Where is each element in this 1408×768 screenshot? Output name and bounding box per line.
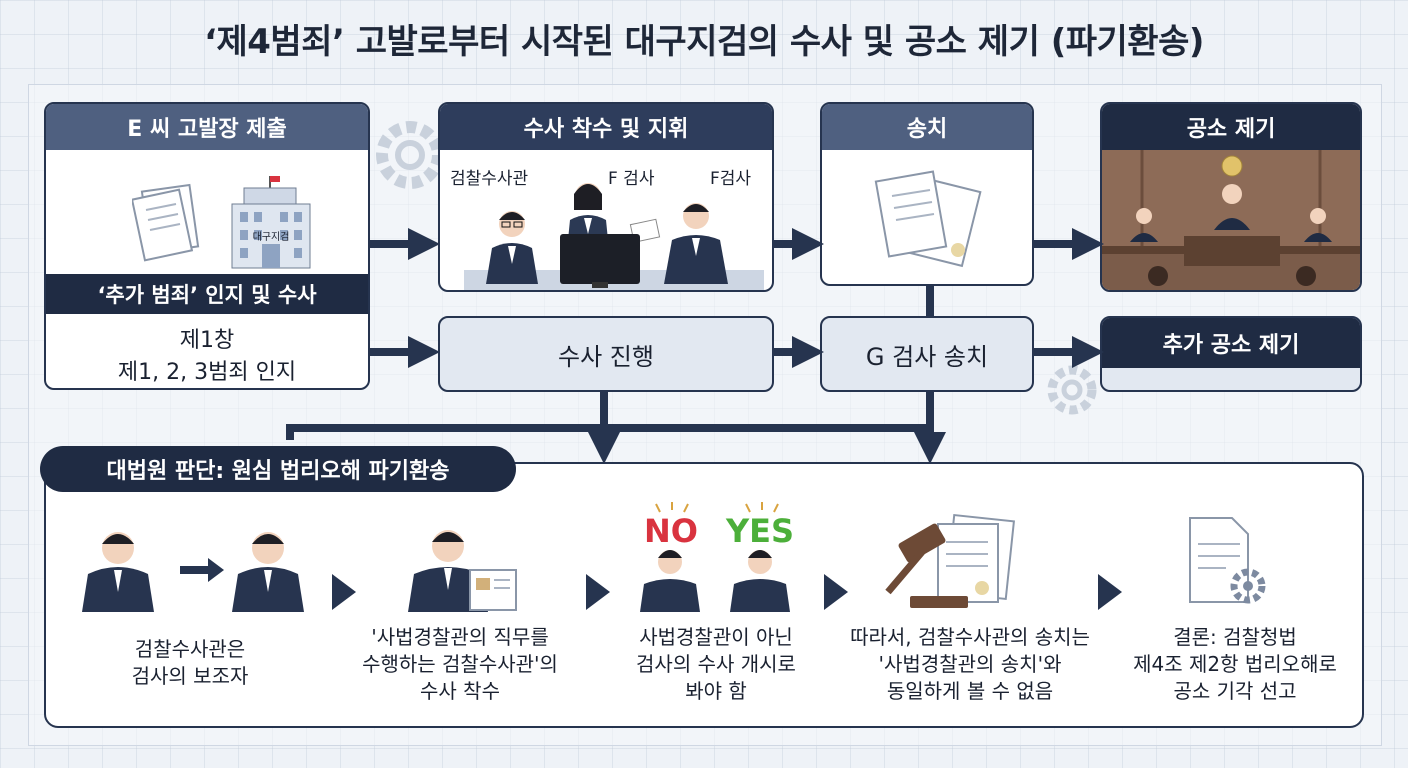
page-title: ‘제4범죄’ 고발로부터 시작된 대구지검의 수사 및 공소 제기 (파기환송) <box>204 22 1204 62</box>
step-1-line-2: 검사의 보조자 <box>131 664 249 688</box>
step-4-line-1: 따라서, 검찰수사관의 송치는 <box>850 625 1090 649</box>
no-yes-comparison-icon <box>640 502 790 612</box>
supreme-court-label: 대법원 판단: 원심 법리오해 파기환송 <box>40 446 516 492</box>
step-2-line-2: 수행하는 검찰수사관'의 <box>362 652 558 676</box>
step-2-line-3: 수사 착수 <box>420 679 500 703</box>
label-investigator: 검찰수사관 <box>450 169 529 189</box>
label-prosecutor-f-1: F 검사 <box>608 169 655 189</box>
document-gear-icon <box>1189 517 1266 604</box>
chevron-right-icon <box>332 574 356 610</box>
step-5-line-3: 공소 기각 선고 <box>1173 679 1297 703</box>
box1-line1: 제1창 <box>179 328 235 353</box>
document-icon <box>132 183 200 262</box>
office-scene-icon <box>464 183 764 290</box>
step-5-line-1: 결론: 검찰청법 <box>1173 625 1297 649</box>
step-4-line-2: '사법경찰관의 송치'와 <box>878 652 1062 676</box>
step-1-caption: 검찰수사관은 검사의 보조자 <box>70 636 310 690</box>
complaint-box-header: E 씨 고발장 제출 <box>46 104 368 150</box>
chevron-right-icon <box>824 574 848 610</box>
step-2-line-1: '사법경찰관의 직무를 <box>371 625 549 649</box>
step-2-caption: '사법경찰관의 직무를 수행하는 검찰수사관'의 수사 착수 <box>340 624 580 705</box>
step-1-line-1: 검찰수사관은 <box>134 637 246 661</box>
step-3-line-3: 봐야 함 <box>685 679 747 703</box>
additional-prosecution-label: 추가 공소 제기 <box>1102 318 1360 368</box>
step-4-caption: 따라서, 검찰수사관의 송치는 '사법경찰관의 송치'와 동일하게 볼 수 없음 <box>830 624 1110 705</box>
building-sign: 대구지검 <box>252 232 290 243</box>
prosecution-box: 공소 제기 <box>1100 102 1362 292</box>
transfer-box: 송치 <box>820 102 1034 286</box>
box1-line2: 제1, 2, 3범죄 인지 <box>117 360 297 385</box>
step-3-line-2: 검사의 수사 개시로 <box>636 652 796 676</box>
gear-icon <box>1047 365 1097 415</box>
chevron-right-icon <box>586 574 610 610</box>
additional-crime-pill: ‘추가 범죄’ 인지 및 수사 <box>46 274 368 314</box>
courtroom-icon <box>1102 150 1360 290</box>
label-prosecutor-f-2: F검사 <box>710 169 752 189</box>
investigation-start-box: 수사 착수 및 지휘 검찰수사관 F 검사 F검사 <box>438 102 774 292</box>
chevron-right-icon <box>1098 574 1122 610</box>
prosecution-box-header: 공소 제기 <box>1102 104 1360 150</box>
step-4-line-3: 동일하게 볼 수 없음 <box>886 679 1054 703</box>
step-5-line-2: 제4조 제2항 법리오해로 <box>1133 652 1337 676</box>
supreme-court-judgment-panel <box>44 462 1364 728</box>
transfer-box-header: 송치 <box>822 104 1032 150</box>
investigation-start-header: 수사 착수 및 지휘 <box>440 104 772 150</box>
step-3-line-1: 사법경찰관이 아닌 <box>639 625 793 649</box>
step-5-caption: 결론: 검찰청법 제4조 제2항 법리오해로 공소 기각 선고 <box>1110 624 1360 705</box>
no-label: NO <box>644 512 698 550</box>
gavel-icon <box>885 513 1016 608</box>
g-prosecutor-transfer-box: G 검사 송치 <box>820 316 1034 392</box>
person-with-document-icon <box>408 530 517 612</box>
yes-label: YES <box>725 512 795 550</box>
person-icon <box>82 532 304 612</box>
document-icon <box>874 170 982 268</box>
step-3-caption: 사법경찰관이 아닌 검사의 수사 개시로 봐야 함 <box>596 624 836 705</box>
building-icon <box>231 176 311 269</box>
complaint-box: E 씨 고발장 제출 대구지검 ‘추가 범죄’ 인지 및 수사 제1창 제1, … <box>44 102 370 390</box>
